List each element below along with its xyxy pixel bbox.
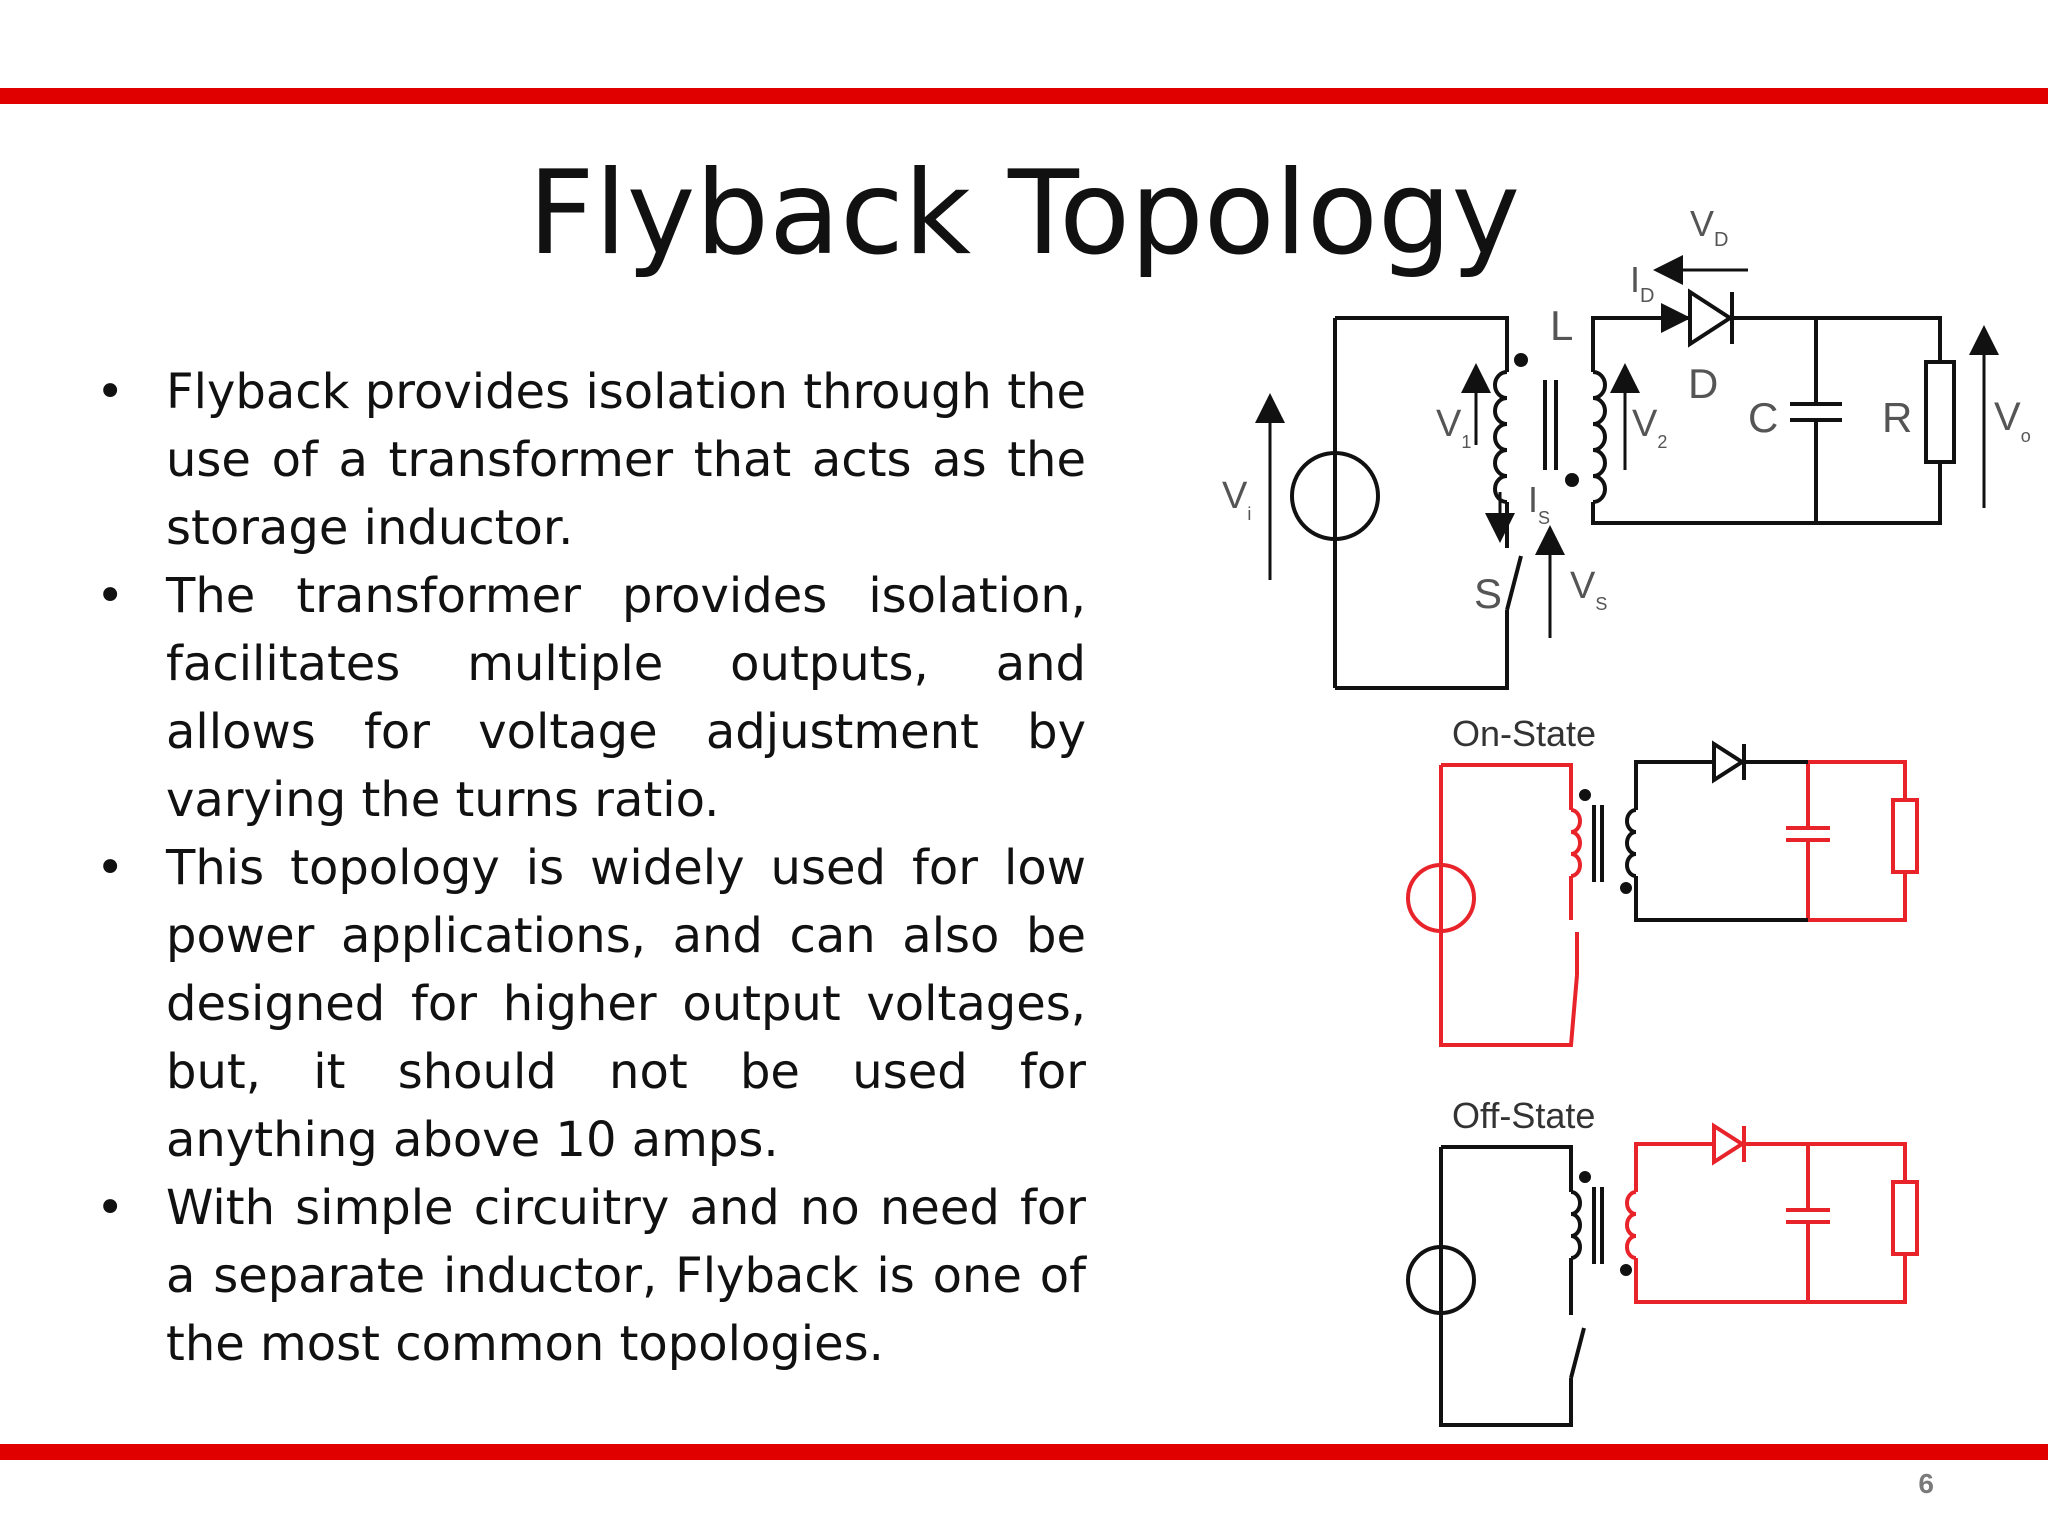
d-label: D <box>1688 360 1718 407</box>
off-state-diagram: Off-State <box>1406 1095 1919 1427</box>
v1-label: V <box>1436 403 1462 445</box>
svg-text:IS: IS <box>1528 479 1550 528</box>
off-state-label: Off-State <box>1452 1095 1595 1136</box>
primary-winding-icon <box>1493 370 1508 504</box>
svg-text:ID: ID <box>1630 259 1654 307</box>
resistor-icon <box>1924 360 1956 464</box>
bullet-text: With simple circuitry and no need for a … <box>166 1180 1086 1372</box>
secondary-winding-icon <box>1592 370 1607 504</box>
is-label: I <box>1528 479 1538 520</box>
r-label: R <box>1882 394 1912 441</box>
svg-text:VD: VD <box>1690 203 1728 251</box>
bullet-item: • The transformer provides isolation, fac… <box>96 562 1086 834</box>
vs-label: V <box>1570 565 1596 607</box>
bottom-accent-bar <box>0 1444 2048 1460</box>
on-state-diagram: On-State <box>1406 713 1919 1047</box>
l-label: L <box>1550 302 1573 349</box>
id-label: I <box>1630 259 1640 300</box>
bullet-text: This topology is widely used for low pow… <box>166 840 1086 1168</box>
svg-text:Vo: Vo <box>1994 395 2031 446</box>
svg-text:Vi: Vi <box>1222 475 1251 524</box>
svg-text:V2: V2 <box>1632 403 1667 452</box>
c-label: C <box>1748 394 1778 441</box>
main-circuit-labels: VD ID L D C R Vo V1 V2 Vi IS S VS <box>1222 203 2031 617</box>
bullet-list: • Flyback provides isolation through the … <box>96 358 1086 1378</box>
bullet-text: The transformer provides isolation, faci… <box>166 568 1086 828</box>
on-state-label: On-State <box>1452 713 1596 754</box>
s-label: S <box>1474 570 1502 617</box>
slide-title: Flyback Topology <box>527 146 1521 281</box>
page-number: 6 <box>1918 1468 1934 1499</box>
vo-label: V <box>1994 395 2021 439</box>
bullet-icon: • <box>96 568 125 624</box>
vd-label: V <box>1690 203 1714 244</box>
bullet-icon: • <box>96 1180 125 1236</box>
circuit-diagrams: VD ID L D C R Vo V1 V2 Vi IS S VS On-Sta… <box>1222 203 2031 1427</box>
switch-icon <box>1505 555 1523 611</box>
bullet-item: • With simple circuitry and no need for a… <box>96 1174 1086 1378</box>
vi-label: V <box>1222 475 1248 517</box>
bullet-item: • This topology is widely used for low po… <box>96 834 1086 1174</box>
bullet-icon: • <box>96 364 125 420</box>
svg-text:V1: V1 <box>1436 403 1471 452</box>
svg-text:VS: VS <box>1570 565 1607 614</box>
bullet-text: Flyback provides isolation through the u… <box>166 364 1086 556</box>
v2-label: V <box>1632 403 1658 445</box>
main-flyback-circuit <box>1255 255 1999 690</box>
bullet-icon: • <box>96 840 125 896</box>
bullet-item: • Flyback provides isolation through the … <box>96 358 1086 562</box>
diode-icon <box>1688 288 1734 348</box>
top-accent-bar <box>0 88 2048 104</box>
